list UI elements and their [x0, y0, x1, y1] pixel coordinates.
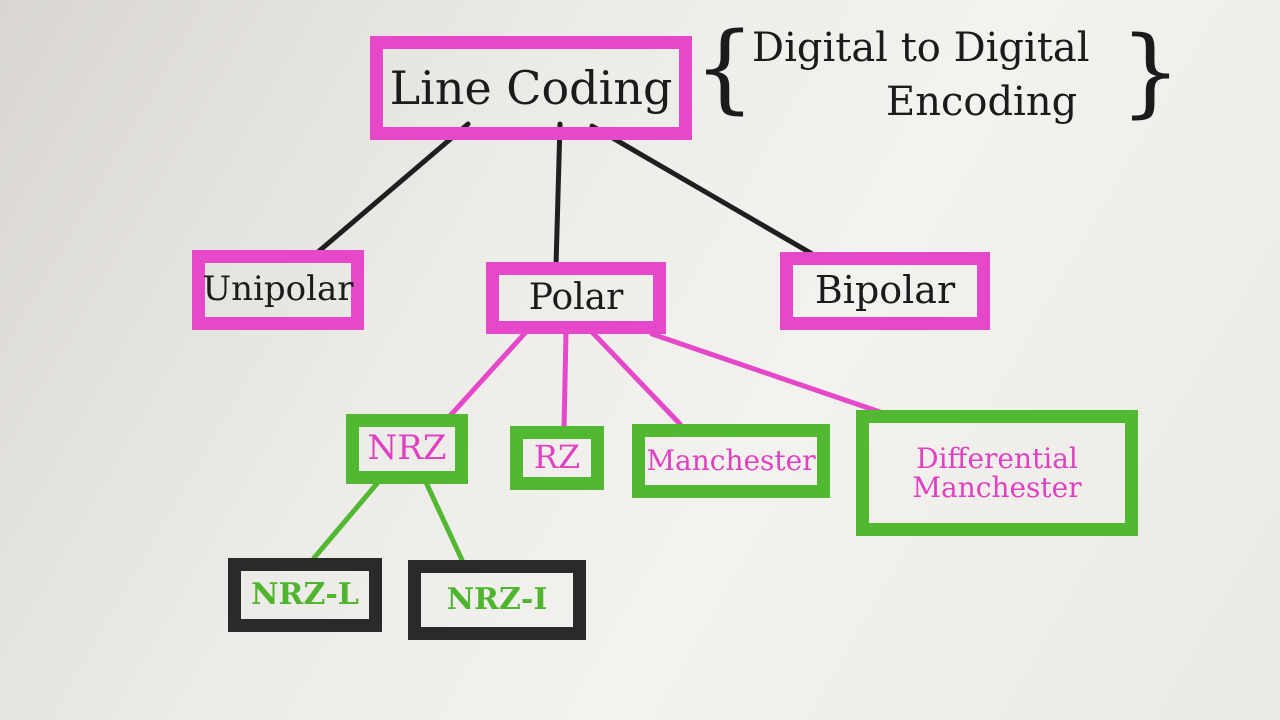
edge-root-unipolar	[315, 121, 471, 255]
node-nrz-i-label: NRZ-I	[446, 582, 548, 618]
node-polar: Polar	[486, 262, 666, 334]
edge-polar-nrz	[445, 329, 529, 421]
note-line-2: Encoding	[886, 79, 1078, 125]
edge-root-bipolar	[589, 123, 829, 265]
node-manchester: Manchester	[632, 424, 830, 498]
node-manchester-label: Manchester	[646, 444, 816, 478]
node-unipolar: Unipolar	[192, 250, 364, 330]
edge-nrz-nrz-l	[311, 477, 383, 561]
node-rz: RZ	[510, 426, 604, 490]
node-bipolar-label: Bipolar	[814, 268, 956, 313]
node-nrz: NRZ	[346, 414, 468, 484]
note-open-brace: {	[694, 12, 756, 124]
note-close-brace: }	[1120, 16, 1182, 128]
node-polar-label: Polar	[528, 277, 624, 319]
node-nrz-label: NRZ	[367, 428, 447, 469]
node-line-coding-label: Line Coding	[389, 60, 673, 115]
edge-nrz-nrz-i	[421, 475, 465, 563]
node-nrz-i: NRZ-I	[408, 560, 586, 640]
node-differential-manchester: Differential Manchester	[856, 410, 1138, 536]
edge-polar-manchester	[589, 329, 683, 427]
node-rz-label: RZ	[533, 438, 581, 477]
edge-root-polar	[553, 121, 563, 269]
node-bipolar: Bipolar	[780, 252, 990, 330]
edge-polar-differential-manchester	[649, 331, 883, 415]
edge-polar-rz	[561, 329, 569, 433]
note-line-1: Digital to Digital	[752, 25, 1090, 71]
node-line-coding: Line Coding	[370, 36, 692, 140]
node-differential-manchester-label: Differential Manchester	[912, 441, 1082, 504]
node-nrz-l-label: NRZ-L	[251, 577, 359, 613]
node-unipolar-label: Unipolar	[202, 269, 354, 310]
node-nrz-l: NRZ-L	[228, 558, 382, 632]
